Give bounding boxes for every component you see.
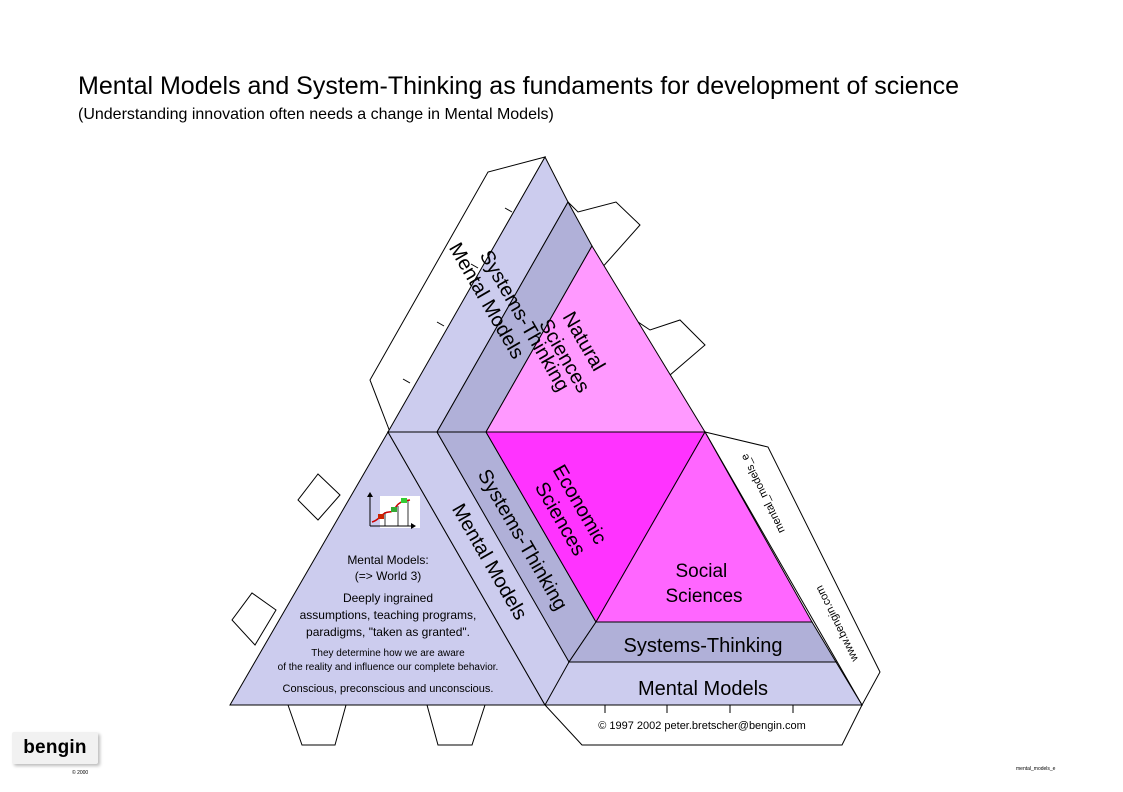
bengin-logo[interactable]: bengin xyxy=(12,732,98,764)
copyright-text: © 1997 2002 peter.bretscher@bengin.com xyxy=(598,720,806,732)
page-title: Mental Models and System-Thinking as fun… xyxy=(78,72,960,100)
description-heading: Mental Models: xyxy=(347,553,428,567)
description-line1: Deeply ingrained xyxy=(343,591,433,605)
glue-flap-bottom-1 xyxy=(287,704,347,746)
glue-flap-right xyxy=(703,431,881,707)
bottom-strip-mental-models xyxy=(544,661,863,706)
description-line6: Conscious, preconscious and unconscious. xyxy=(283,683,494,695)
glue-flap-left-1 xyxy=(297,473,341,521)
description-world: (=> World 3) xyxy=(355,569,421,583)
description-line5: of the reality and influence our complet… xyxy=(278,662,499,673)
bottom-strip-mental-models-label: Mental Models xyxy=(638,678,768,700)
description-line4: They determine how we are aware xyxy=(311,648,465,659)
description-line2: assumptions, teaching programs, xyxy=(300,608,477,622)
logo-text: bengin xyxy=(23,737,87,758)
page-subtitle: (Understanding innovation often needs a … xyxy=(78,106,554,123)
glue-flap-bottom-2 xyxy=(426,704,486,746)
description-line3: paradigms, "taken as granted". xyxy=(306,625,470,639)
bottom-strip-systems-thinking-label: Systems-Thinking xyxy=(624,635,783,657)
file-id: mental_models_e xyxy=(1016,766,1056,772)
social-sciences-label: Social Sciences xyxy=(665,561,742,607)
growth-chart-icon xyxy=(367,492,420,529)
social-sciences-line1: Social xyxy=(675,561,727,582)
social-sciences-line2: Sciences xyxy=(665,586,742,607)
left-face-description: Mental Models: (=> World 3) Deeply ingra… xyxy=(278,553,499,695)
glue-flap-left-2 xyxy=(231,592,277,646)
glue-flaps xyxy=(231,156,881,746)
logo-copyright: © 2000 xyxy=(72,770,89,776)
